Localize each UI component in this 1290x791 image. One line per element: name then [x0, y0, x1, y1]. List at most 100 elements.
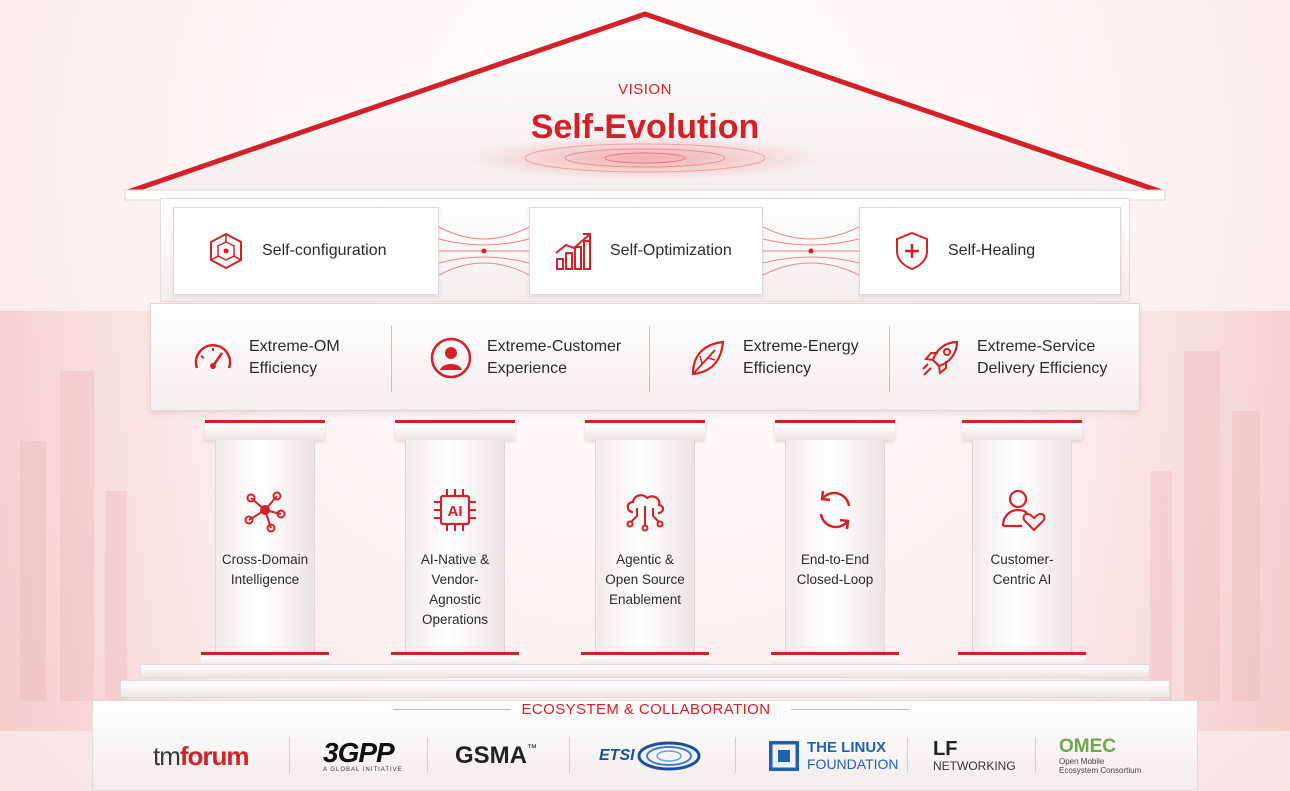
vision-title: Self-Evolution	[530, 108, 760, 146]
capability-self-healing: Self-Healing	[859, 207, 1121, 295]
eco-rule	[393, 709, 511, 710]
capability-self-configuration: Self-configuration	[173, 207, 439, 295]
pillar-capital	[585, 420, 705, 440]
connector-lines	[439, 226, 529, 276]
etsi-text: ETSI	[599, 747, 635, 764]
ecosystem-label: ECOSYSTEM & COLLABORATION	[521, 701, 771, 718]
leaf-icon	[691, 340, 725, 376]
gsma-trademark: ™	[527, 743, 537, 754]
eco-rule	[791, 709, 909, 710]
divider	[907, 737, 908, 773]
divider	[889, 326, 890, 392]
gsma-text: GSMA	[455, 742, 527, 769]
etsi-logo: ETSI	[599, 731, 705, 781]
skyline-building	[1232, 411, 1260, 701]
etsi-globe-icon	[637, 741, 701, 771]
pillar-end-to-end-closed-loop: End-to-End Closed-Loop	[771, 412, 899, 672]
3gpp-subtext: A GLOBAL INITIATIVE	[323, 767, 403, 773]
3gpp-text: 3GPP	[323, 737, 395, 768]
pillar-customer-centric-ai: Customer- Centric AI	[958, 412, 1086, 672]
metric-service-delivery-efficiency: Extreme-Service Delivery Efficiency	[919, 304, 1107, 412]
pillar-shaft: AI AI-Native & Vendor-Agnostic Operation…	[405, 440, 505, 656]
bar-growth-icon	[555, 233, 591, 270]
gauge-icon	[194, 344, 232, 369]
linux-foundation-icon	[769, 741, 799, 771]
pillar-capital	[395, 420, 515, 440]
3gpp-logo: 3GPP A GLOBAL INITIATIVE	[323, 731, 403, 781]
metric-label: Extreme-Service Delivery Efficiency	[977, 338, 1108, 377]
skyline-building	[20, 441, 46, 701]
ai-chip-icon: AI	[434, 489, 476, 531]
metric-om-efficiency: Extreme-OM Efficiency	[191, 304, 340, 412]
pillar-shaft: End-to-End Closed-Loop	[785, 440, 885, 656]
ecosystem-footer: ECOSYSTEM & COLLABORATION tm forum 3GPP …	[92, 700, 1198, 791]
divider	[427, 737, 428, 773]
roof	[124, 11, 1166, 201]
vision-label: VISION	[618, 81, 672, 98]
lf-networking-mark: LF	[933, 738, 958, 760]
pillar-capital	[205, 420, 325, 440]
linux-foundation-line2: FOUNDATION	[807, 756, 899, 772]
divider	[1035, 737, 1036, 773]
ai-chip-text: AI	[448, 503, 463, 520]
linux-foundation-logo: THE LINUX FOUNDATION	[769, 731, 899, 781]
capability-label: Self-Optimization	[610, 242, 732, 259]
divider	[569, 737, 570, 773]
tmforum-logo: tm forum	[153, 731, 250, 781]
pillar-base	[958, 652, 1086, 666]
omec-subtext-1: Open Mobile	[1059, 757, 1105, 766]
network-nodes-icon	[244, 491, 286, 533]
shield-plus-icon	[896, 231, 928, 271]
foundation-step	[140, 664, 1150, 678]
lf-networking-logo: LF NETWORKING	[933, 731, 1016, 781]
pillar-capital	[962, 420, 1082, 440]
rocket-icon	[922, 340, 959, 376]
pillar-cross-domain-intelligence: Cross-Domain Intelligence	[201, 412, 329, 672]
cloud-circuit-icon	[626, 494, 665, 532]
pillar-base	[581, 652, 709, 666]
tmforum-tm: tm	[153, 740, 181, 771]
capability-label: Self-configuration	[262, 242, 387, 259]
user-heart-icon	[1001, 489, 1046, 532]
pillar-ai-native-operations: AI AI-Native & Vendor-Agnostic Operation…	[391, 412, 519, 672]
metric-label: Extreme-Energy Efficiency	[743, 338, 859, 377]
metric-label: Extreme-Customer Experience	[487, 338, 622, 377]
pillar-label: Agentic & Open Source Enablement	[605, 552, 685, 607]
pillar-label: Cross-Domain Intelligence	[221, 552, 309, 587]
pillar-shaft: Cross-Domain Intelligence	[215, 440, 315, 656]
divider	[289, 737, 290, 773]
pillar-agentic-open-source: Agentic & Open Source Enablement	[581, 412, 709, 672]
pillar-label: End-to-End Closed-Loop	[796, 552, 874, 587]
pillar-base	[771, 652, 899, 666]
gsma-logo: GSMA ™	[455, 731, 537, 781]
tmforum-forum: forum	[179, 740, 250, 771]
lf-networking-text: NETWORKING	[933, 759, 1016, 773]
connector-lines	[763, 226, 859, 276]
cube-network-icon	[210, 232, 242, 270]
divider	[649, 326, 650, 392]
user-circle-icon	[430, 337, 472, 379]
cycle-arrows-icon	[819, 490, 851, 530]
divider	[735, 737, 736, 773]
skyline-building	[1150, 471, 1172, 701]
omec-text: OMEC	[1059, 736, 1116, 757]
metric-energy-efficiency: Extreme-Energy Efficiency	[685, 304, 859, 412]
capabilities-band: Self-configuration Self-Optimization Sel…	[160, 198, 1130, 302]
pillar-base	[201, 652, 329, 666]
metric-label: Extreme-OM Efficiency	[249, 338, 340, 377]
pillar-label: Customer- Centric AI	[990, 552, 1054, 587]
skyline-building	[105, 491, 127, 701]
pillar-base	[391, 652, 519, 666]
pillar-capital	[775, 420, 895, 440]
capability-label: Self-Healing	[948, 242, 1036, 259]
pillar-label: AI-Native & Vendor-Agnostic Operations	[420, 552, 490, 627]
skyline-building	[1184, 351, 1220, 701]
foundation-step	[120, 680, 1170, 698]
divider	[391, 326, 392, 392]
skyline-building	[60, 371, 94, 701]
capability-self-optimization: Self-Optimization	[529, 207, 763, 295]
linux-foundation-line1: THE LINUX	[807, 739, 887, 756]
pillar-shaft: Customer- Centric AI	[972, 440, 1072, 656]
metric-customer-experience: Extreme-Customer Experience	[429, 304, 621, 412]
pillar-shaft: Agentic & Open Source Enablement	[595, 440, 695, 656]
